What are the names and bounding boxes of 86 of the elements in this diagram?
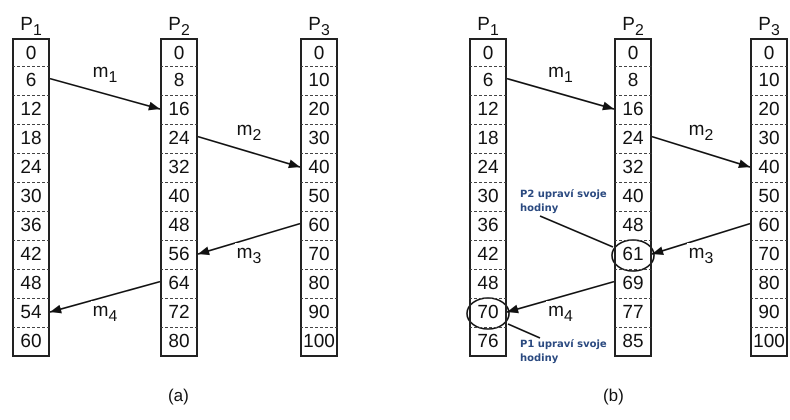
clock-cell: 32 [614, 154, 652, 183]
clock-cell: 16 [160, 96, 198, 125]
process-label: P$_{1}$ [476, 14, 500, 41]
clock-cell: 80 [750, 270, 788, 299]
message-arrow [652, 222, 750, 255]
clock-cell: 0 [469, 38, 507, 67]
clock-cell: 90 [750, 299, 788, 328]
process-label: P$_{2}$ [167, 14, 191, 41]
clock-cell: 40 [750, 154, 788, 183]
clock-cell: 16 [614, 96, 652, 125]
process-label: P$_{1}$ [19, 14, 43, 41]
clock-cell: 0 [750, 38, 788, 67]
clock-cell: 10 [750, 67, 788, 96]
panel-caption: (b) [603, 386, 624, 406]
clock-cell: 0 [160, 38, 198, 67]
clock-cell: 56 [160, 241, 198, 270]
clock-cell: 50 [750, 183, 788, 212]
clock-cell: 70 [300, 241, 338, 270]
clock-cell: 6 [12, 67, 50, 96]
clock-cell: 40 [300, 154, 338, 183]
message-arrow [50, 280, 160, 314]
message-arrow [652, 136, 750, 168]
clock-cell: 42 [12, 241, 50, 270]
clock-cell: 0 [614, 38, 652, 67]
clock-cell: 30 [469, 183, 507, 212]
clock-cell: 24 [12, 154, 50, 183]
clock-cell: 54 [12, 299, 50, 328]
annotation-text: P1 upraví svoje hodiny [520, 338, 615, 366]
clock-cell: 80 [160, 328, 198, 357]
process-label: P$_{3}$ [757, 14, 781, 41]
clock-cell: 20 [300, 96, 338, 125]
clock-cell: 12 [469, 96, 507, 125]
clock-cell: 8 [160, 67, 198, 96]
process-label: P$_{2}$ [621, 14, 645, 41]
message-arrow [506, 280, 614, 314]
clock-cell: 42 [469, 241, 507, 270]
clock-cell: 10 [300, 67, 338, 96]
clock-cell: 60 [300, 212, 338, 241]
clock-cell: 12 [12, 96, 50, 125]
clock-cell: 50 [300, 183, 338, 212]
clock-cell: 76 [469, 328, 507, 357]
message-arrow [198, 136, 300, 168]
process-label: P$_{3}$ [307, 14, 331, 41]
clock-cell: 100 [300, 328, 338, 357]
clock-cell: 90 [300, 299, 338, 328]
clock-cell: 30 [750, 125, 788, 154]
annotation-text: P2 upraví svoje hodiny [520, 188, 615, 216]
clock-cell: 40 [160, 183, 198, 212]
clock-cell: 32 [160, 154, 198, 183]
clock-cell: 24 [160, 125, 198, 154]
clock-cell: 8 [614, 67, 652, 96]
clock-cell: 72 [160, 299, 198, 328]
clock-cell: 70 [750, 241, 788, 270]
clock-cell: 77 [614, 299, 652, 328]
clock-cell: 48 [614, 212, 652, 241]
clock-cell: 60 [750, 212, 788, 241]
clock-cell: 48 [12, 270, 50, 299]
clock-cell: 36 [12, 212, 50, 241]
clock-cell: 0 [12, 38, 50, 67]
leader-line [540, 215, 614, 248]
clock-cell: 48 [160, 212, 198, 241]
clock-cell: 61 [614, 241, 652, 270]
clock-cell: 20 [750, 96, 788, 125]
clock-cell: 30 [12, 183, 50, 212]
message-arrow [506, 78, 614, 110]
clock-cell: 36 [469, 212, 507, 241]
message-arrow [198, 222, 300, 256]
clock-cell: 30 [300, 125, 338, 154]
clock-cell: 64 [160, 270, 198, 299]
clock-cell: 70 [469, 299, 507, 328]
clock-cell: 80 [300, 270, 338, 299]
clock-cell: 48 [469, 270, 507, 299]
panel-caption: (a) [168, 386, 189, 406]
clock-cell: 40 [614, 183, 652, 212]
clock-cell: 6 [469, 67, 507, 96]
clock-cell: 24 [469, 154, 507, 183]
clock-cell: 100 [750, 328, 788, 357]
clock-cell: 18 [469, 125, 507, 154]
clock-cell: 60 [12, 328, 50, 357]
clock-cell: 18 [12, 125, 50, 154]
leader-line [508, 323, 540, 339]
clock-cell: 24 [614, 125, 652, 154]
clock-cell: 85 [614, 328, 652, 357]
message-arrow [50, 78, 160, 110]
clock-cell: 0 [300, 38, 338, 67]
clock-cell: 69 [614, 270, 652, 299]
